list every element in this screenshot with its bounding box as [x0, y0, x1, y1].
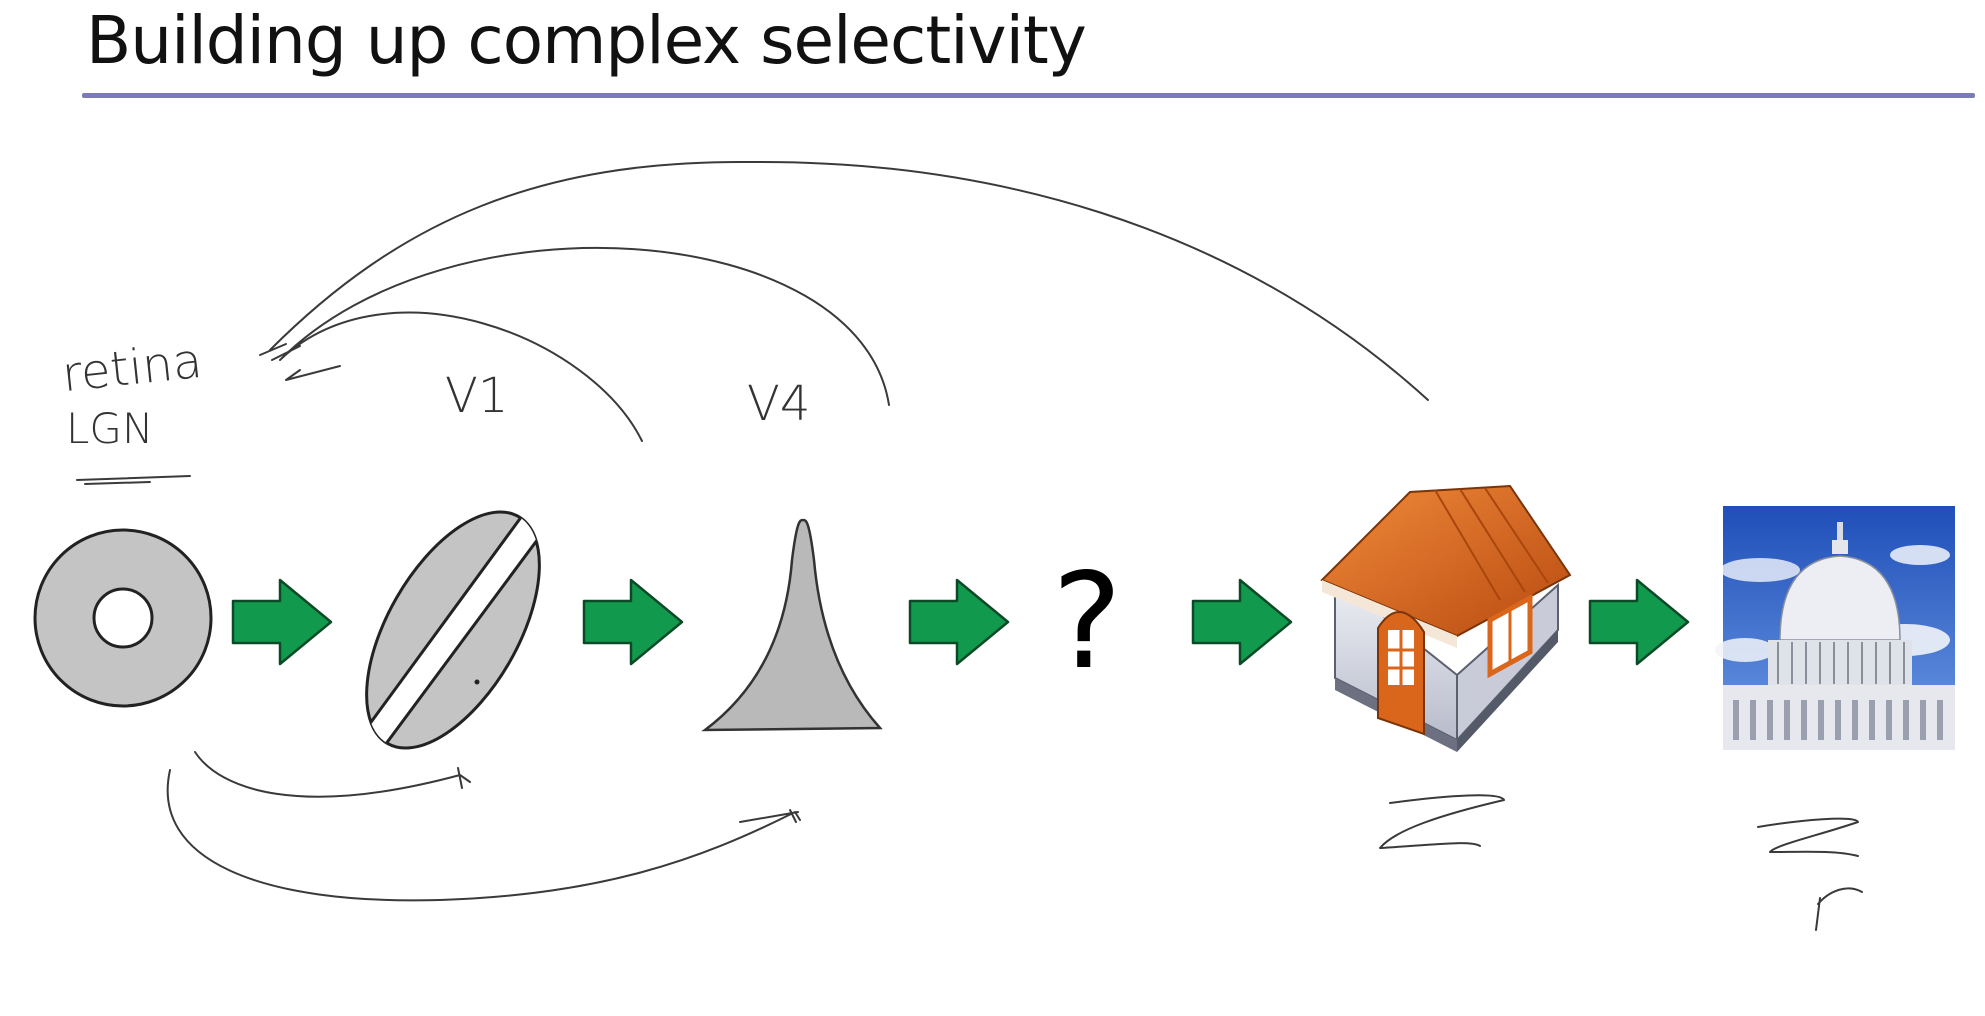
- v1-annotation: V1: [445, 368, 509, 424]
- house-icon: [1320, 484, 1572, 752]
- arrow-right-icon: [582, 578, 684, 666]
- lgn-annotation: LGN: [66, 404, 154, 453]
- arrow-right-icon: [1588, 578, 1690, 666]
- v4-annotation: V4: [747, 376, 811, 432]
- arrow-right-icon: [1191, 578, 1293, 666]
- title-underline: [82, 93, 1975, 98]
- arrow-right-icon: [231, 578, 333, 666]
- arrow-right-icon: [908, 578, 1010, 666]
- flow-arrows: [231, 578, 1690, 666]
- capitol-photo: [1715, 506, 1955, 750]
- slide-title: Building up complex selectivity: [86, 2, 1087, 79]
- unknown-stage-question-mark: ?: [1052, 545, 1123, 699]
- center-surround-icon: [33, 528, 213, 708]
- peaked-shape-icon: [701, 518, 883, 732]
- oriented-ellipse-icon: [352, 502, 555, 763]
- handwritten-arrows: [76, 160, 1863, 931]
